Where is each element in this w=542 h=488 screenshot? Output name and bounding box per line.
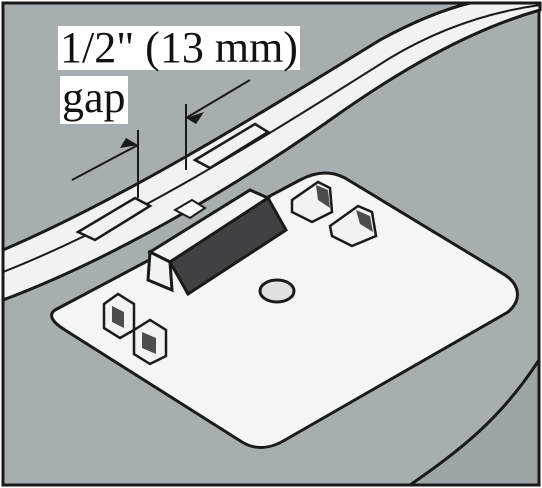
rim-tab-mid [192, 122, 271, 170]
gap-word-label: gap [60, 73, 128, 124]
rim-tab-left [75, 196, 153, 242]
clip-upper-2-shadow [356, 210, 373, 232]
center-bracket-face [146, 249, 174, 293]
clip-upper-1-shadow [316, 185, 330, 208]
gap-size-label: 1/2" (13 mm) [58, 23, 300, 72]
mounting-plate [50, 171, 519, 449]
gap-arrow-right [186, 112, 204, 124]
base-disc [405, 354, 541, 487]
screw-hole [258, 278, 296, 304]
rim-notch [172, 198, 207, 220]
gap-leader-left [71, 144, 139, 181]
clip-lower-1-shadow [112, 306, 124, 328]
gap-arrow-left [120, 138, 138, 148]
gap-leader-right [185, 79, 251, 119]
center-bracket-front [168, 195, 288, 297]
clip-lower-2-shadow [142, 332, 156, 354]
